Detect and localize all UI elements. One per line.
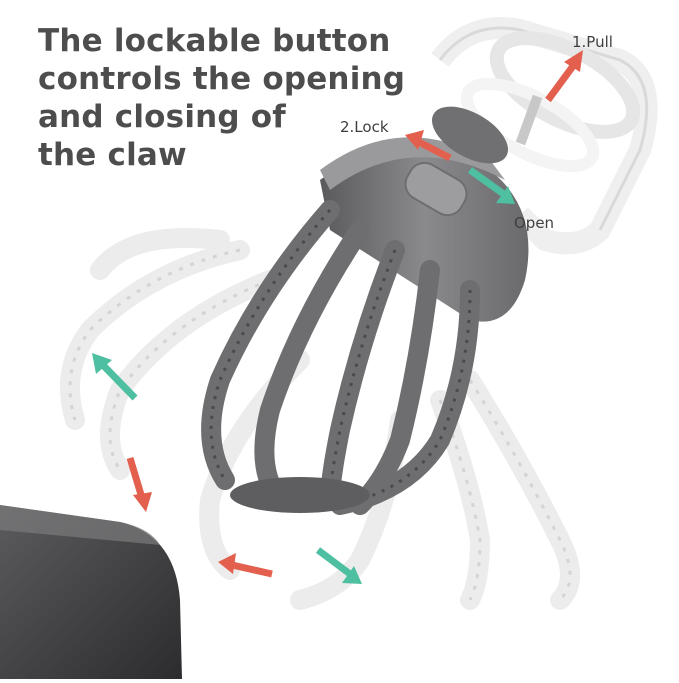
lock-label: 2.Lock [340,118,389,136]
pull-label: 1.Pull [572,33,613,51]
container-cup [0,505,182,679]
open-label: Open [514,214,555,232]
headline-line-1: The lockable button [38,23,391,59]
claw-collar [320,106,529,322]
headline-line-2: controls the opening [38,61,406,97]
open-arrow-icon [315,547,362,584]
open-arrow-icon [92,353,138,401]
pull-arrow-icon [545,50,583,103]
open-arrow-icon [467,167,515,204]
closed-claw-holes [209,209,472,507]
open-claw-prongs [60,228,580,610]
headline: The lockable button controls the opening… [38,22,405,174]
headline-line-4: the claw [38,137,187,173]
headline-line-3: and closing of [38,99,286,135]
lock-button [404,161,468,217]
claw-tip-cluster [230,477,370,513]
lock-arrow-icon [126,456,152,512]
open-claw-prong-holes [68,248,572,602]
lock-arrow-icon [218,553,273,578]
lock-arrow-icon [405,130,452,162]
